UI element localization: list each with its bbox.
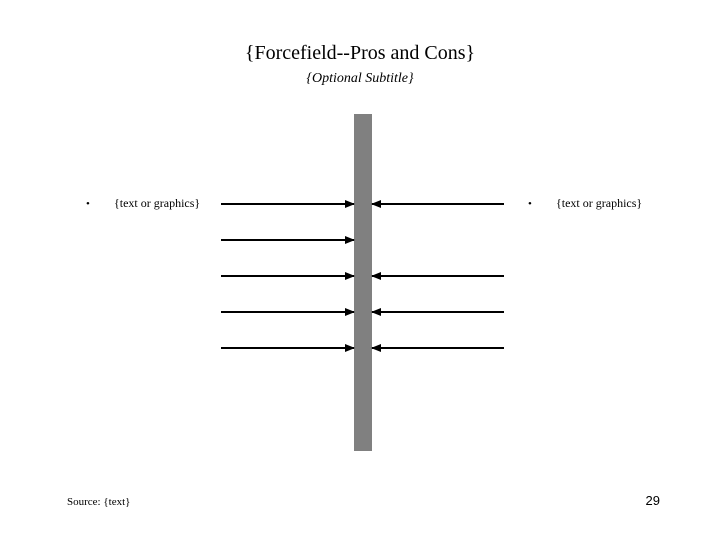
center-force-bar <box>354 114 372 451</box>
left-bullet-marker: • <box>86 198 90 210</box>
right-arrows <box>371 200 504 352</box>
right-bullet-marker: • <box>528 198 532 210</box>
left-bullet-text: {text or graphics} <box>114 196 201 210</box>
source-note: Source: {text} <box>67 496 131 508</box>
slide-title: {Forcefield--Pros and Cons} <box>244 42 476 64</box>
left-arrows <box>221 200 355 352</box>
right-bullet-text: {text or graphics} <box>556 196 643 210</box>
page-number: 29 <box>645 493 660 508</box>
slide-subtitle: {Optional Subtitle} <box>306 71 414 86</box>
